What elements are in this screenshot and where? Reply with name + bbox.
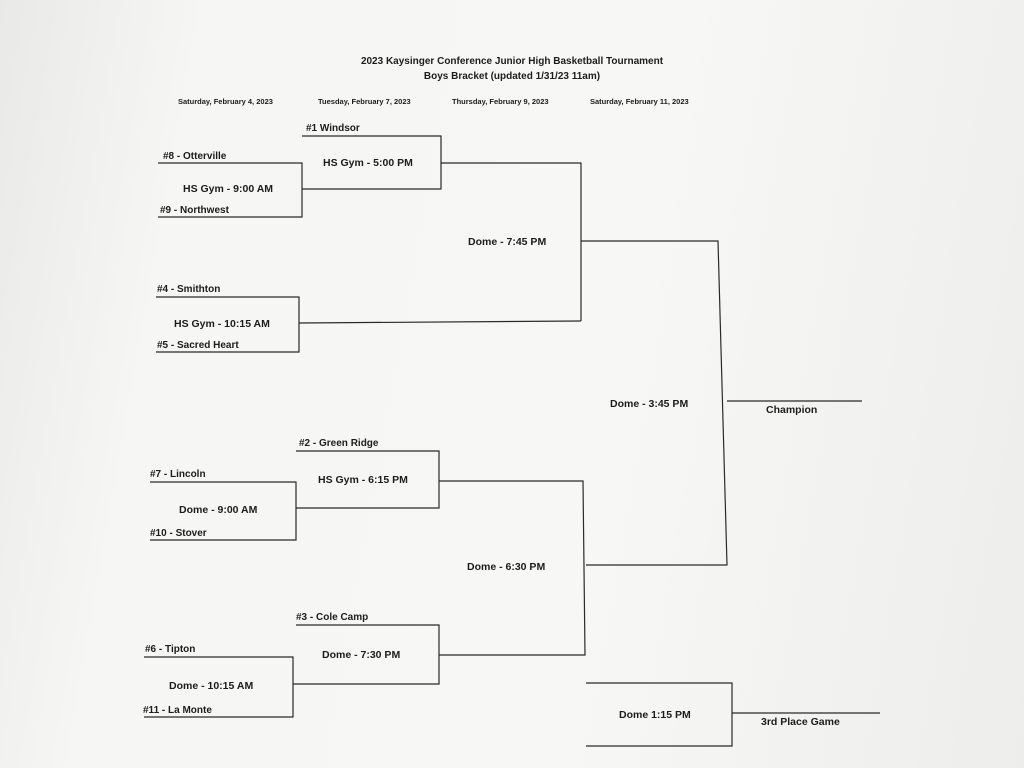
team-windsor: #1 Windsor <box>306 123 360 134</box>
game-windsor: HS Gym - 5:00 PM <box>323 157 413 169</box>
game-championship: Dome - 3:45 PM <box>610 398 689 410</box>
game-tipton-la-monte: Dome - 10:15 AM <box>169 680 254 692</box>
team-otterville: #8 - Otterville <box>163 151 227 162</box>
date-round-1: Saturday, February 4, 2023 <box>178 97 273 106</box>
game-lincoln-stover: Dome - 9:00 AM <box>179 504 258 516</box>
tournament-title: 2023 Kaysinger Conference Junior High Ba… <box>360 56 664 67</box>
game-cole-camp: Dome - 7:30 PM <box>322 649 401 661</box>
game-semifinal-1: Dome - 7:45 PM <box>468 236 547 248</box>
team-sacred-heart: #5 - Sacred Heart <box>157 340 239 351</box>
team-green-ridge: #2 - Green Ridge <box>299 438 379 449</box>
team-tipton: #6 - Tipton <box>145 644 196 655</box>
date-round-3: Thursday, February 9, 2023 <box>452 97 549 106</box>
team-smithton: #4 - Smithton <box>157 284 221 295</box>
bracket-subtitle: Boys Bracket (updated 1/31/23 11am) <box>423 71 601 82</box>
game-third-place: Dome 1:15 PM <box>619 709 691 721</box>
team-la-monte: #11 - La Monte <box>143 705 212 716</box>
champion-label: Champion <box>766 404 818 416</box>
game-smithton-sacred-heart: HS Gym - 10:15 AM <box>174 318 270 330</box>
third-place-label: 3rd Place Game <box>761 716 840 728</box>
team-stover: #10 - Stover <box>150 528 207 539</box>
game-green-ridge: HS Gym - 6:15 PM <box>318 474 408 486</box>
date-round-4: Saturday, February 11, 2023 <box>590 97 689 106</box>
team-northwest: #9 - Northwest <box>160 205 229 216</box>
date-round-2: Tuesday, February 7, 2023 <box>318 97 411 106</box>
team-lincoln: #7 - Lincoln <box>150 469 206 480</box>
game-otterville-northwest: HS Gym - 9:00 AM <box>183 183 274 195</box>
team-cole-camp: #3 - Cole Camp <box>296 612 369 623</box>
game-semifinal-2: Dome - 6:30 PM <box>467 561 546 573</box>
